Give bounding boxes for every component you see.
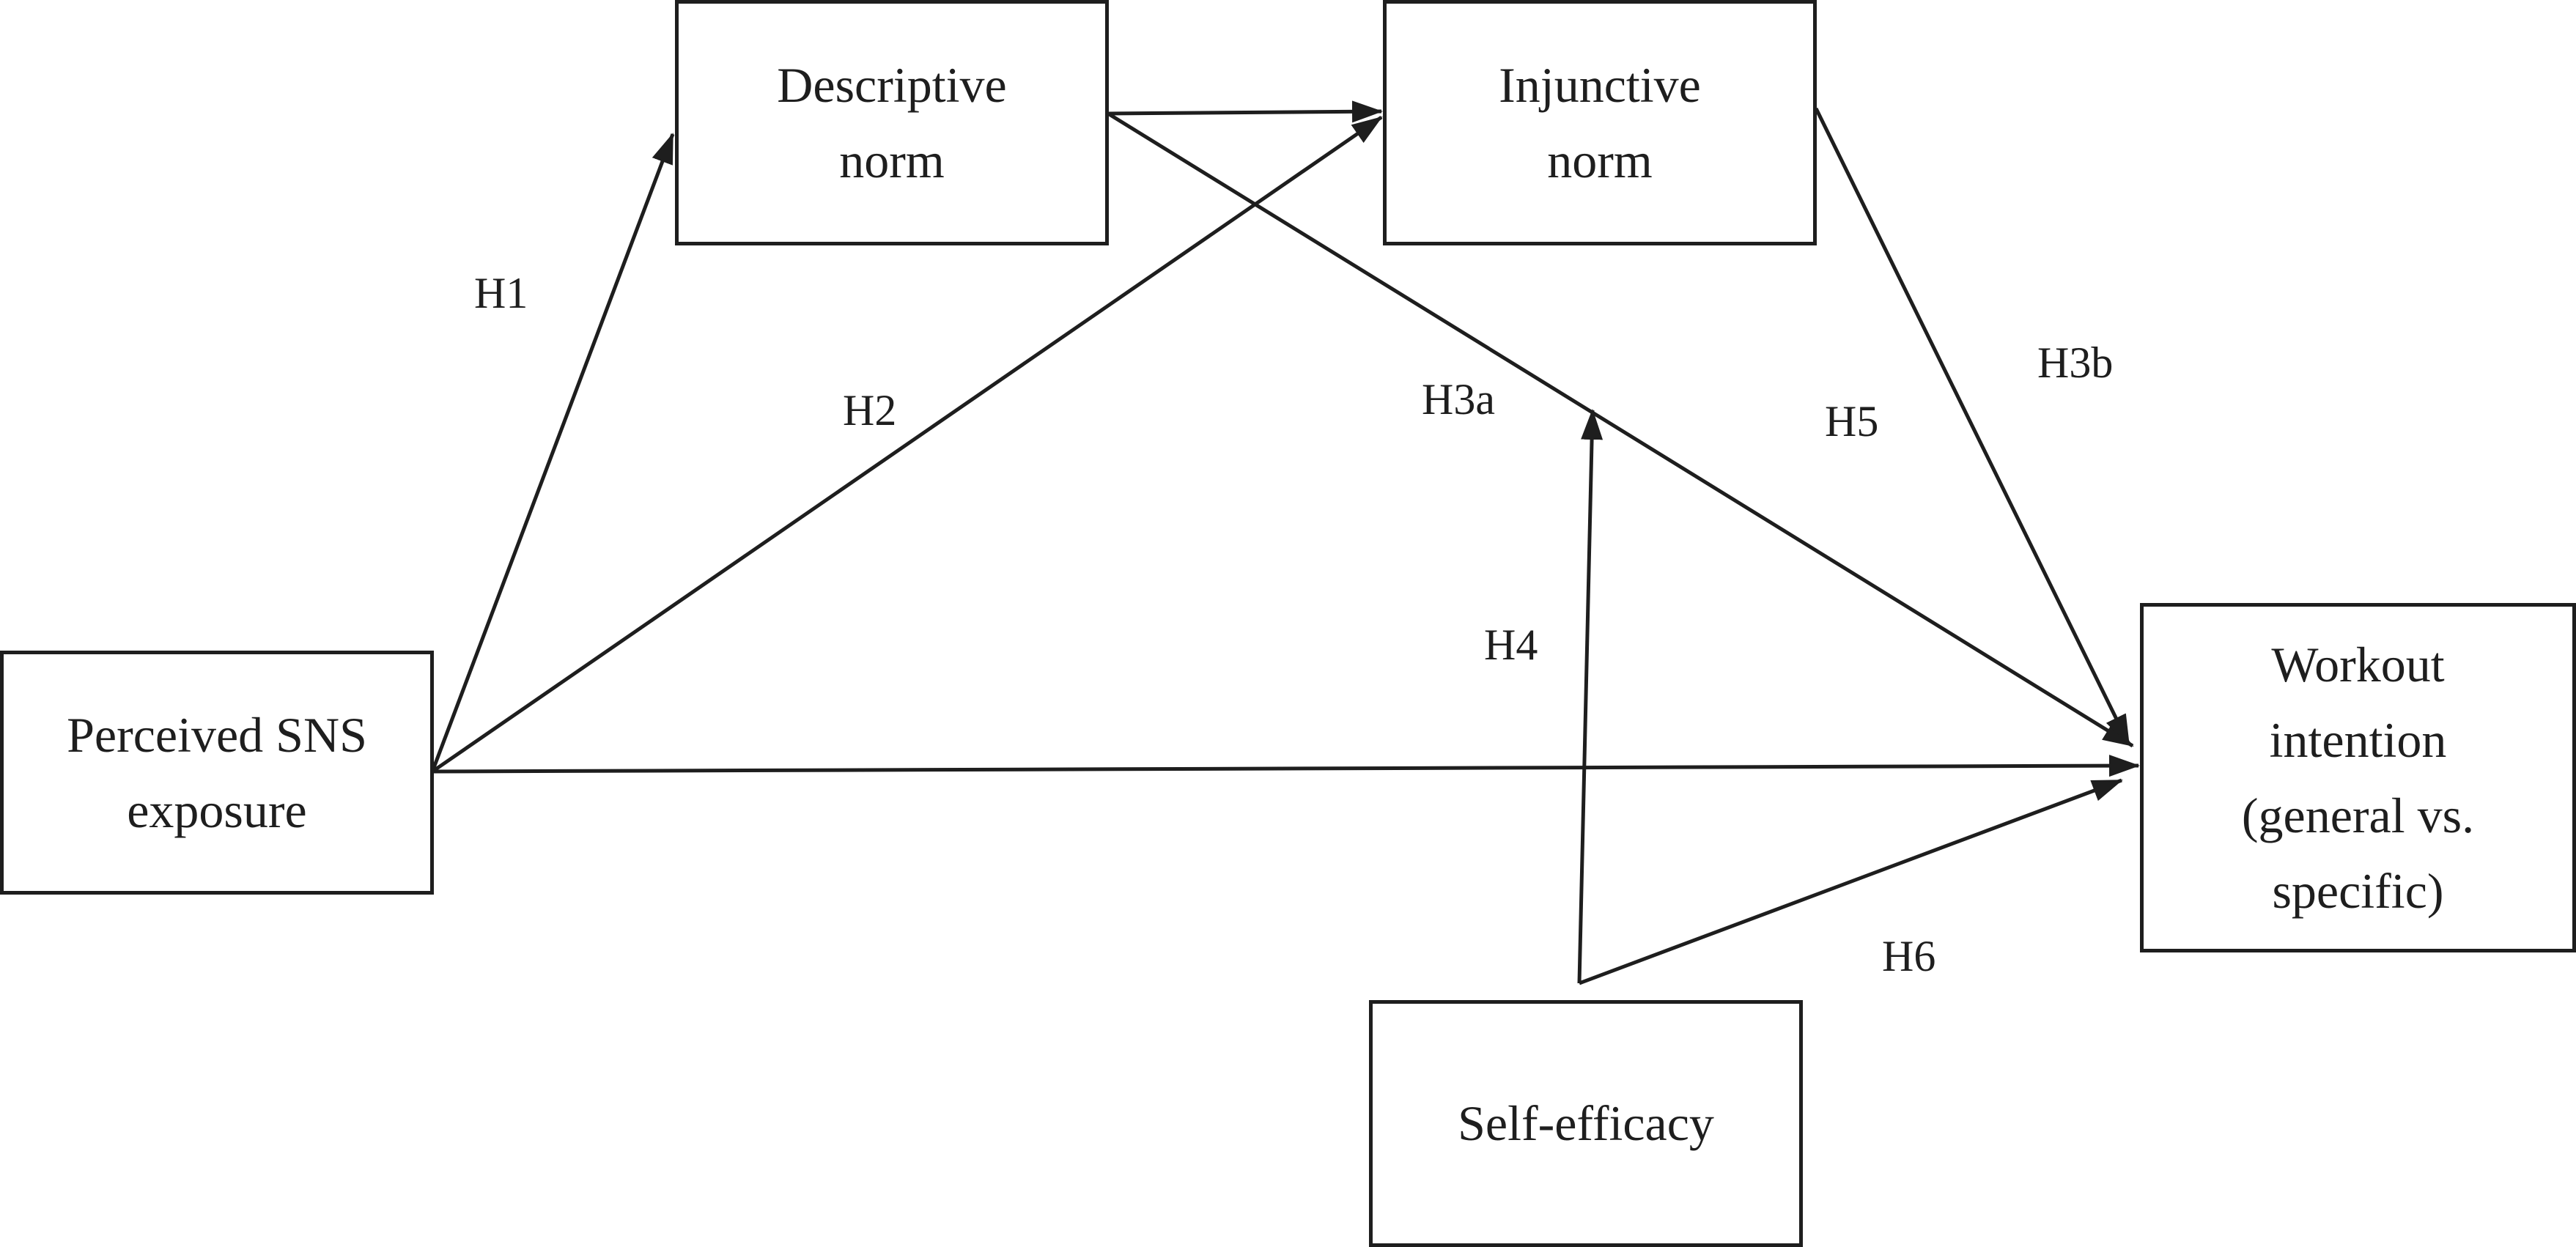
arrow-h6	[1579, 778, 2123, 985]
arrow-h5	[432, 755, 2140, 777]
label-h1: H1	[474, 269, 528, 317]
node-injunctive-norm-label: Injunctive norm	[1499, 56, 1701, 188]
label-h2: H2	[843, 386, 897, 434]
arrow-h2	[431, 115, 1383, 774]
node-sns-exposure: Perceived SNS exposure	[0, 651, 434, 895]
arrow-descriptive-to-injunctive	[1107, 100, 1383, 123]
arrow-h1	[430, 133, 675, 772]
arrow-h3a	[1107, 111, 2134, 748]
label-h4: H4	[1484, 621, 1538, 669]
node-self-efficacy-label: Self-efficacy	[1458, 1095, 1714, 1151]
node-injunctive-norm: Injunctive norm	[1383, 0, 1817, 245]
arrow-h4	[1577, 409, 1603, 984]
label-h5: H5	[1825, 397, 1879, 445]
node-descriptive-norm-label: Descriptive norm	[777, 56, 1007, 188]
node-self-efficacy: Self-efficacy	[1369, 1000, 1803, 1247]
node-workout-intention: Workout intention (general vs. specific)	[2140, 603, 2576, 952]
node-workout-intention-label: Workout intention (general vs. specific)	[2241, 636, 2475, 919]
arrow-h3b	[1814, 107, 2131, 746]
label-h6: H6	[1882, 932, 1936, 980]
label-h3b: H3b	[2037, 338, 2114, 387]
node-descriptive-norm: Descriptive norm	[675, 0, 1109, 245]
label-h3a: H3a	[1422, 375, 1495, 423]
node-sns-exposure-label: Perceived SNS exposure	[67, 706, 367, 838]
